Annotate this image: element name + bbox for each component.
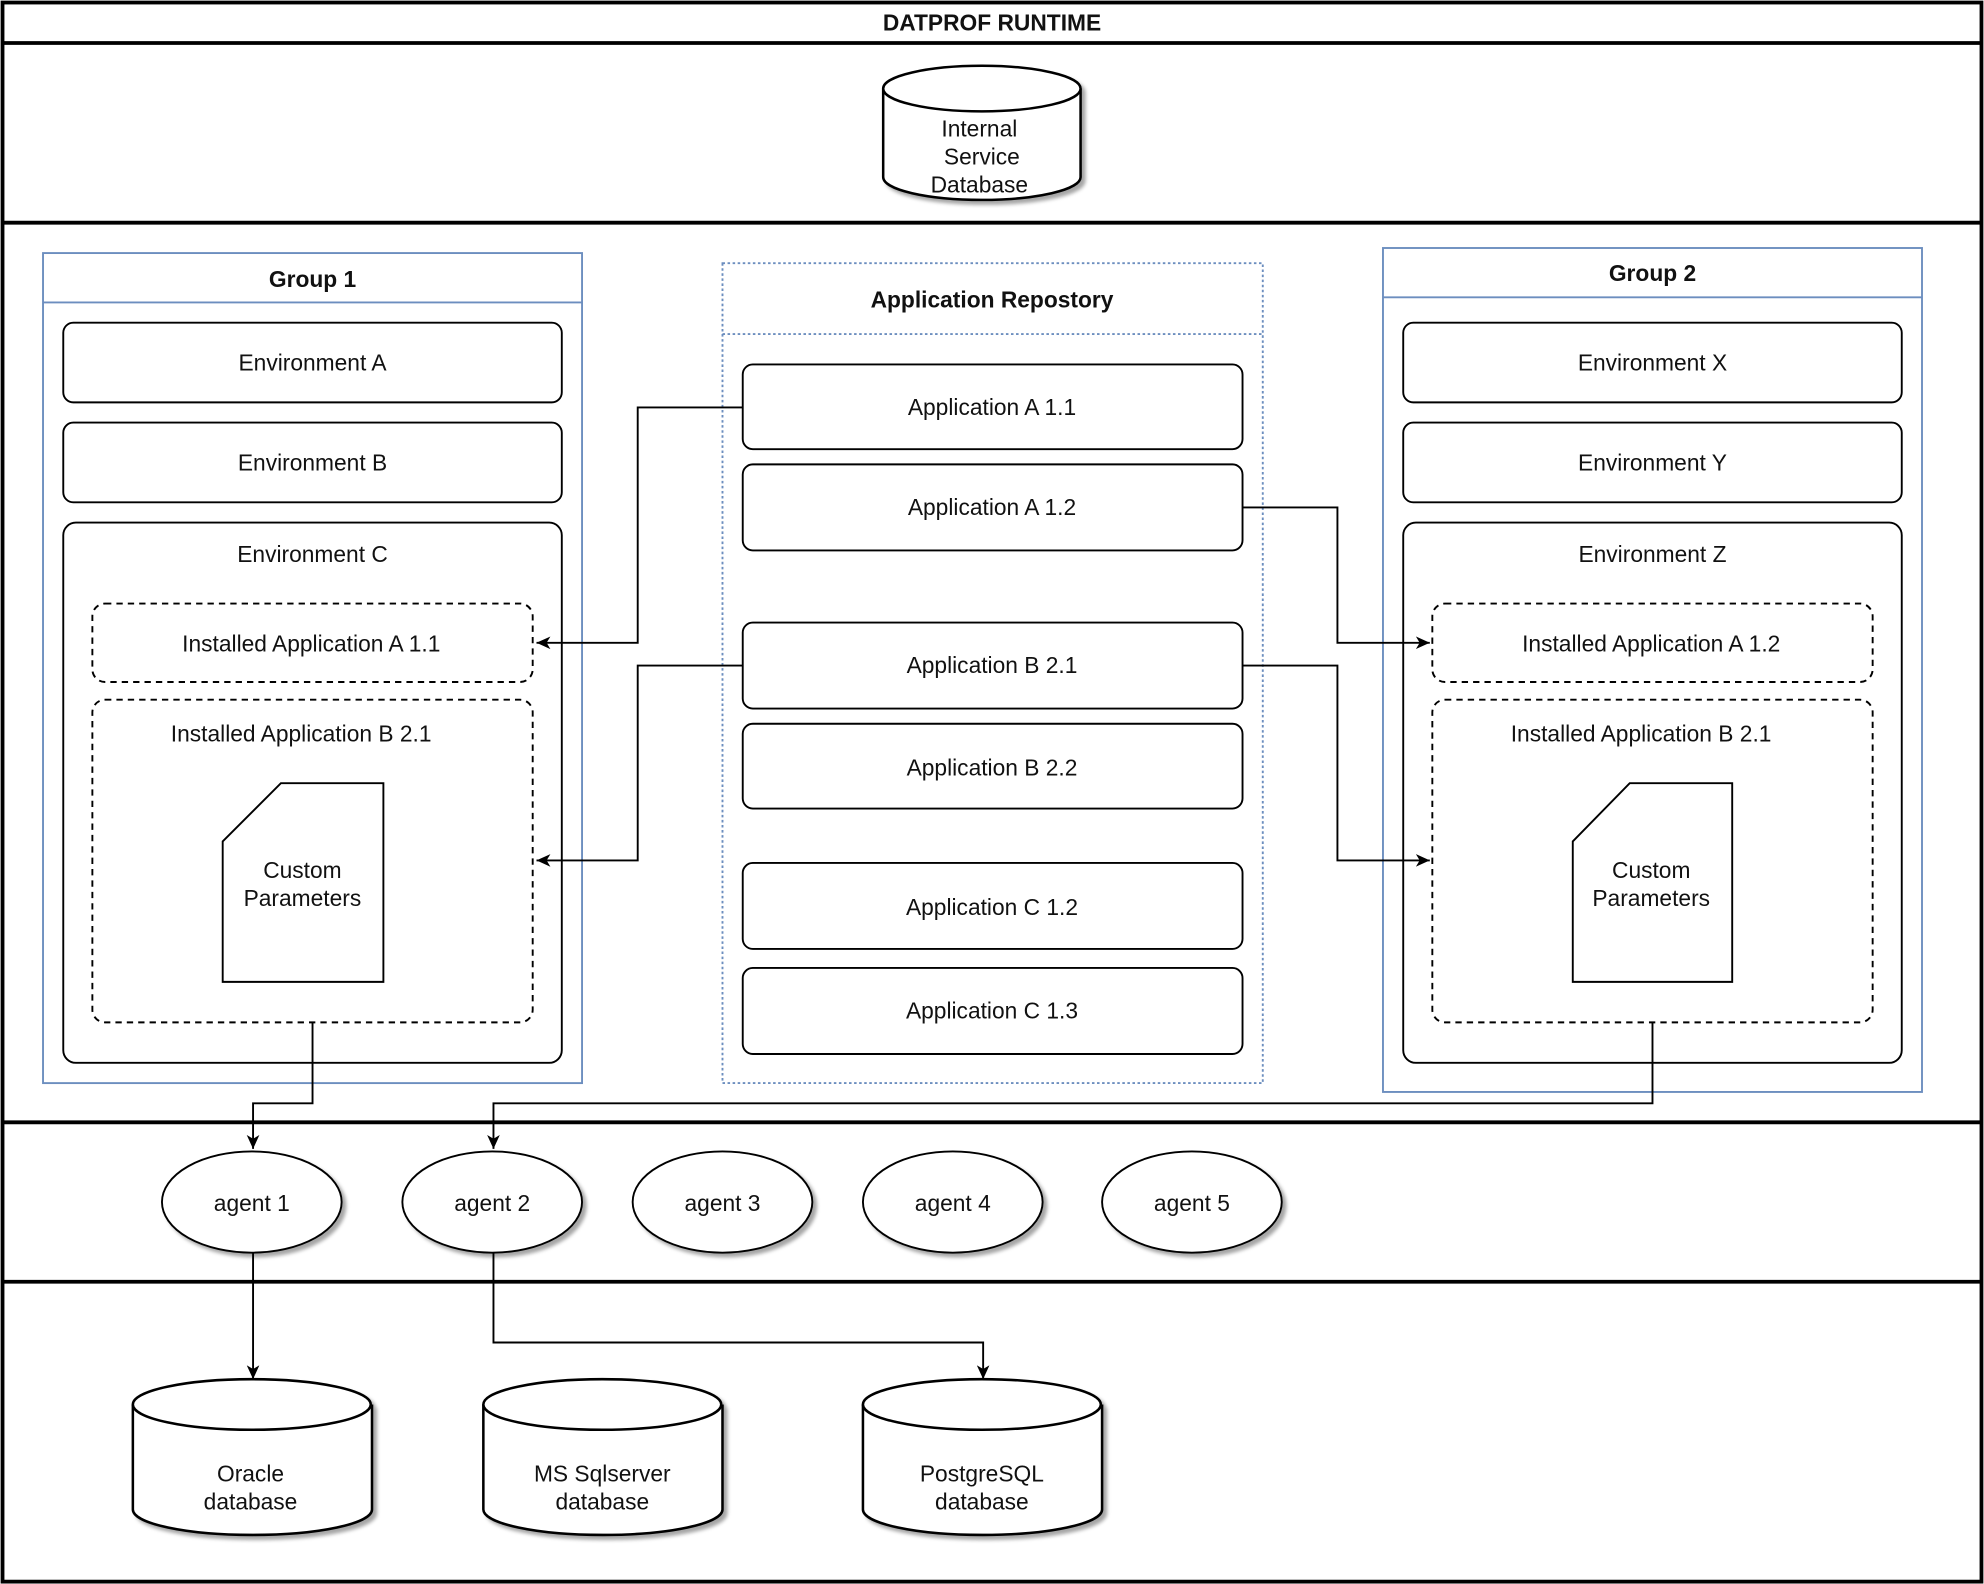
application-c13-label: Application C 1.3 [906, 998, 1078, 1024]
internal-service-database[interactable] [881, 64, 1082, 202]
custom-parameters-label-line: Custom [1612, 857, 1690, 883]
custom-parameters-label-line: Parameters [1592, 885, 1710, 911]
installed-application-b21-label: Installed Application B 2.1 [171, 720, 432, 746]
installed-application-b21-group2-label: Installed Application B 2.1 [1511, 720, 1772, 746]
mssqlserver-database-label-line: database [555, 1489, 649, 1515]
runtime-title: DATPROF RUNTIME [883, 9, 1101, 35]
environment-y-box[interactable] [1402, 421, 1903, 504]
application-repository-title: Application Repostory [871, 286, 1114, 312]
connector-group2-to-agent2 [487, 1022, 1654, 1149]
environment-x-label: Environment X [1578, 350, 1727, 376]
agent-4-node[interactable] [861, 1150, 1044, 1254]
custom-parameters-document-icon[interactable] [221, 782, 385, 983]
custom-parameters-label-line: Parameters [244, 885, 362, 911]
postgresql-database-label-line: database [935, 1489, 1029, 1515]
environment-a-label: Environment A [238, 350, 387, 376]
custom-parameters-label-line: Custom [263, 857, 341, 883]
agent-2-label: agent 2 [454, 1190, 530, 1216]
agent-3-node[interactable] [631, 1150, 814, 1254]
group-2-title: Group 2 [1609, 260, 1696, 286]
installed-application-a11[interactable] [91, 602, 534, 683]
application-a12-label: Application A 1.2 [908, 494, 1076, 520]
oracle-database-label-line: Oracle [217, 1461, 284, 1487]
agent-1-label: agent 1 [214, 1190, 290, 1216]
connector-a12-to-group2 [1242, 506, 1430, 650]
oracle-database-label-line: database [204, 1489, 298, 1515]
environment-a-box[interactable] [62, 321, 563, 404]
postgresql-database-label-line: PostgreSQL [920, 1461, 1044, 1487]
mssqlserver-database-cylinder[interactable] [482, 1377, 724, 1537]
environment-c-label: Environment C [237, 541, 388, 567]
application-b22-box[interactable] [741, 722, 1244, 810]
internal-db-label-line: Database [931, 171, 1028, 197]
agent-2-node[interactable] [401, 1150, 583, 1254]
application-a11-label: Application A 1.1 [908, 394, 1076, 420]
agent-5-node[interactable] [1101, 1150, 1283, 1254]
environment-b-box[interactable] [62, 421, 563, 504]
mssqlserver-database-label-line: MS Sqlserver [534, 1461, 671, 1487]
installed-application-a11-label: Installed Application A 1.1 [182, 631, 440, 657]
internal-db-label-line: Service [944, 143, 1020, 169]
agent-3-label: agent 3 [685, 1190, 761, 1216]
agent-5-label: agent 5 [1154, 1190, 1230, 1216]
internal-db-label-line: Internal [941, 116, 1017, 142]
application-b21-label: Application B 2.1 [907, 652, 1078, 678]
environment-b-label: Environment B [238, 450, 387, 476]
postgresql-database-cylinder[interactable] [861, 1377, 1104, 1537]
connector-agent2-to-postgres [492, 1252, 990, 1380]
group-1-title: Group 1 [269, 266, 357, 292]
connector-b21-to-group1 [536, 664, 743, 867]
oracle-database-cylinder[interactable] [131, 1377, 374, 1537]
application-b22-label: Application B 2.2 [907, 755, 1078, 781]
connector-group1-to-agent1 [246, 1022, 314, 1149]
connector-a11-to-group1 [536, 406, 743, 650]
application-c12-label: Application C 1.2 [906, 894, 1078, 920]
installed-application-a12-label: Installed Application A 1.2 [1522, 631, 1780, 657]
environment-z-label: Environment Z [1578, 541, 1726, 567]
custom-parameters-document-icon[interactable] [1571, 782, 1734, 983]
agent-4-label: agent 4 [915, 1190, 991, 1216]
environment-y-label: Environment Y [1578, 450, 1727, 476]
environment-x-box[interactable] [1402, 321, 1903, 404]
application-c12-box[interactable] [741, 861, 1244, 950]
application-c13-box[interactable] [741, 967, 1244, 1055]
connector-b21-to-group2 [1242, 664, 1430, 867]
installed-application-a12[interactable] [1431, 602, 1874, 683]
agent-1-node[interactable] [161, 1150, 343, 1254]
